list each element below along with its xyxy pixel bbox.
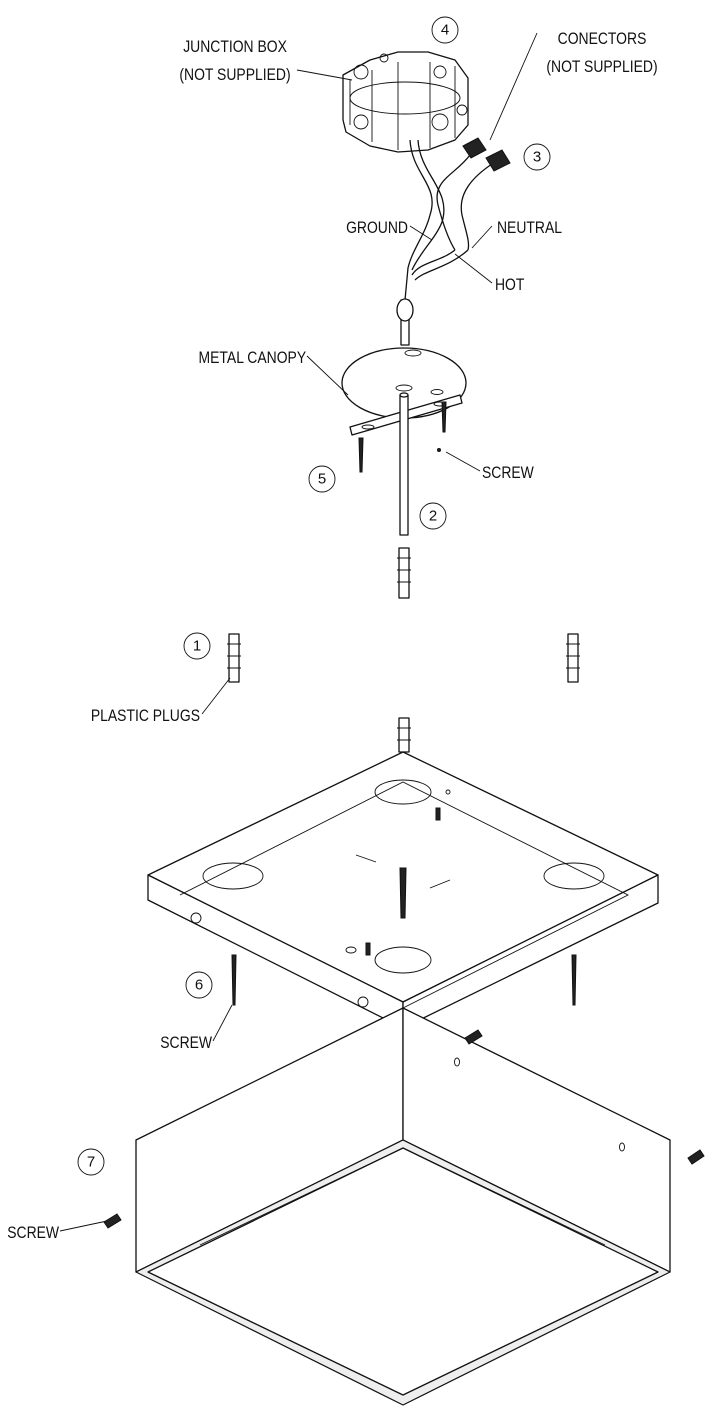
plate-screws (231, 954, 577, 1006)
connectors-note: (NOT SUPPLIED) (546, 58, 657, 77)
svg-text:6: 6 (195, 977, 203, 994)
plastic-plug-top (397, 717, 411, 753)
hot-wire-label: HOT (495, 276, 525, 295)
svg-text:5: 5 (318, 471, 326, 488)
step-6: 6 (185, 971, 213, 999)
junction-box-label: JUNCTION BOX (183, 38, 287, 57)
threaded-rod (399, 392, 409, 536)
plastic-plugs-label: PLASTIC PLUGS (91, 707, 200, 726)
step-3: 3 (523, 143, 551, 171)
step-markers: 1 2 3 4 5 6 7 (77, 16, 551, 1176)
step-5: 5 (308, 465, 336, 493)
step-4: 4 (431, 16, 459, 44)
canopy-screws (358, 401, 447, 473)
svg-text:4: 4 (441, 22, 449, 39)
square-mounting-plate (147, 751, 659, 1029)
cord-grip (396, 298, 414, 346)
step-1: 1 (183, 632, 211, 660)
connectors-label: CONECTORS (558, 30, 647, 49)
svg-text:7: 7 (87, 1154, 95, 1171)
plastic-plug-center (397, 547, 411, 599)
svg-text:2: 2 (429, 508, 437, 525)
step-7: 7 (77, 1148, 105, 1176)
junction-box-note: (NOT SUPPLIED) (179, 66, 290, 85)
svg-text:3: 3 (533, 149, 541, 166)
leader-lines (59, 32, 538, 1232)
wire-connectors (462, 137, 511, 172)
metal-canopy-label: METAL CANOPY (199, 349, 307, 368)
metal-canopy (341, 347, 467, 419)
plastic-plug-left (227, 633, 241, 683)
junction-box (342, 51, 469, 153)
shade-screw-label: SCREW (7, 1224, 59, 1243)
svg-text:1: 1 (193, 638, 201, 655)
callout-labels: JUNCTION BOX (NOT SUPPLIED) CONECTORS (N… (7, 30, 657, 1243)
ground-wire-label: GROUND (346, 219, 408, 238)
shade-side-screws (103, 1029, 705, 1229)
step-2: 2 (419, 502, 447, 530)
neutral-wire-label: NEUTRAL (497, 219, 562, 238)
plate-screw-label: SCREW (160, 1034, 212, 1053)
fixture-wires (404, 139, 496, 301)
shade-box (135, 1007, 671, 1406)
canopy-screw-label: SCREW (482, 464, 534, 483)
plastic-plug-right (566, 633, 580, 683)
